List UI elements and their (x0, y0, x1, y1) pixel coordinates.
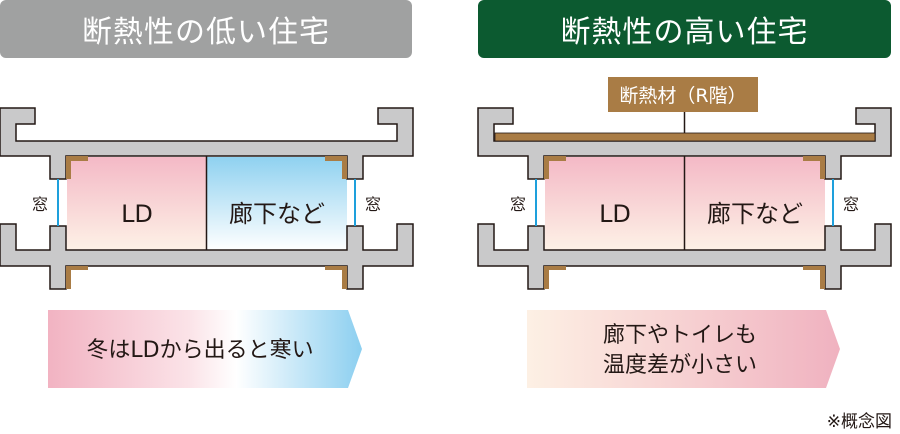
cold-message: 冬はLDから出ると寒い (86, 338, 313, 363)
room-hall-label: 廊下など (707, 200, 803, 228)
concept-note: ※概念図 (826, 412, 892, 432)
low-insulation-title: 断熱性の低い住宅 (0, 0, 412, 58)
cold-message-arrow (48, 310, 362, 388)
room-ld-label: LD (121, 200, 153, 228)
warm-message-arrow (527, 310, 840, 388)
hall-room-cold (207, 157, 347, 250)
window-label: 窓 (365, 195, 381, 214)
window-label: 窓 (32, 195, 48, 214)
window-label: 窓 (510, 195, 526, 214)
warm-message-line2: 温度差が小さい (603, 353, 757, 378)
room-hall-label: 廊下など (229, 200, 325, 228)
warm-message-line1: 廊下やトイレも (603, 323, 757, 348)
window-label: 窓 (843, 195, 859, 214)
insulation-label: 断熱材（R階） (619, 85, 746, 107)
high-insulation-house: 断熱材（R階） LD 廊下など 窓 窓 (477, 77, 892, 290)
room-ld-label: LD (599, 200, 631, 228)
roof-insulation (494, 132, 876, 142)
high-insulation-title: 断熱性の高い住宅 (478, 0, 891, 58)
ld-room-warm (67, 157, 206, 250)
insulation-label-box (608, 77, 758, 112)
low-insulation-house: LD 廊下など 窓 窓 (0, 107, 414, 290)
